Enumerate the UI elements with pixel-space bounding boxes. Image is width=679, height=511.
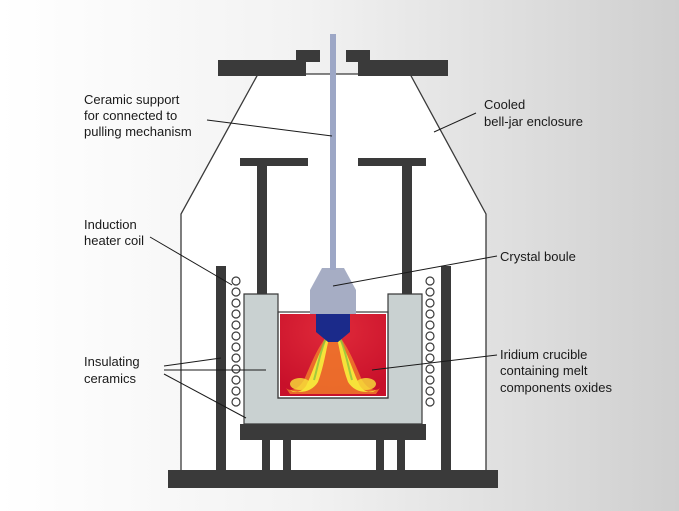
label-heater-coil: Induction heater coil <box>84 217 144 248</box>
leader-lines <box>149 112 498 419</box>
ceramic-support-rod <box>330 34 336 270</box>
melt-convection-yellow-left <box>290 334 330 393</box>
label-ceramic-support: Ceramic support for connected to pulling… <box>84 92 192 139</box>
crystal-boule <box>310 268 356 314</box>
melt-hotspot-right <box>356 378 376 390</box>
lid-collar-left <box>296 50 320 62</box>
base-plate <box>168 470 498 488</box>
post-left <box>257 166 267 294</box>
leader-enclosure <box>433 112 477 133</box>
enclosure-lid-left <box>218 60 306 76</box>
leg-4 <box>397 438 405 472</box>
melt-green-left <box>313 337 327 381</box>
label-insulating: Insulating ceramics <box>84 354 143 386</box>
melt-convection-orange <box>286 330 380 394</box>
induction-heater-coil-right <box>425 276 435 407</box>
leader-ceramic-support <box>206 119 333 137</box>
post-right <box>402 166 412 294</box>
melt-hotspot-left <box>290 378 310 390</box>
leg-2 <box>283 438 291 472</box>
leader-crystal-boule <box>332 255 498 287</box>
outer-post-right <box>441 266 451 472</box>
inner-plate-right <box>358 158 426 166</box>
crucible-platform <box>240 424 426 440</box>
lid-collar-right <box>346 50 370 62</box>
inner-plate-left <box>240 158 308 166</box>
leader-crucible <box>371 354 498 371</box>
outer-post-left <box>216 266 226 472</box>
melt-green-right <box>339 337 353 381</box>
growth-interface <box>316 314 350 342</box>
induction-heater-coil-left <box>231 276 241 407</box>
leader-insulating-3 <box>163 373 247 419</box>
label-enclosure: Cooled bell-jar enclosure <box>484 97 583 129</box>
leg-1 <box>262 438 270 472</box>
enclosure-lid-right <box>358 60 448 76</box>
melt-convection-yellow-right <box>336 334 376 393</box>
leader-insulating-1 <box>163 357 222 367</box>
label-crucible: Iridium crucible containing melt compone… <box>500 347 613 395</box>
leader-heater-coil <box>149 236 233 286</box>
label-crystal-boule: Crystal boule <box>500 249 576 264</box>
leg-3 <box>376 438 384 472</box>
